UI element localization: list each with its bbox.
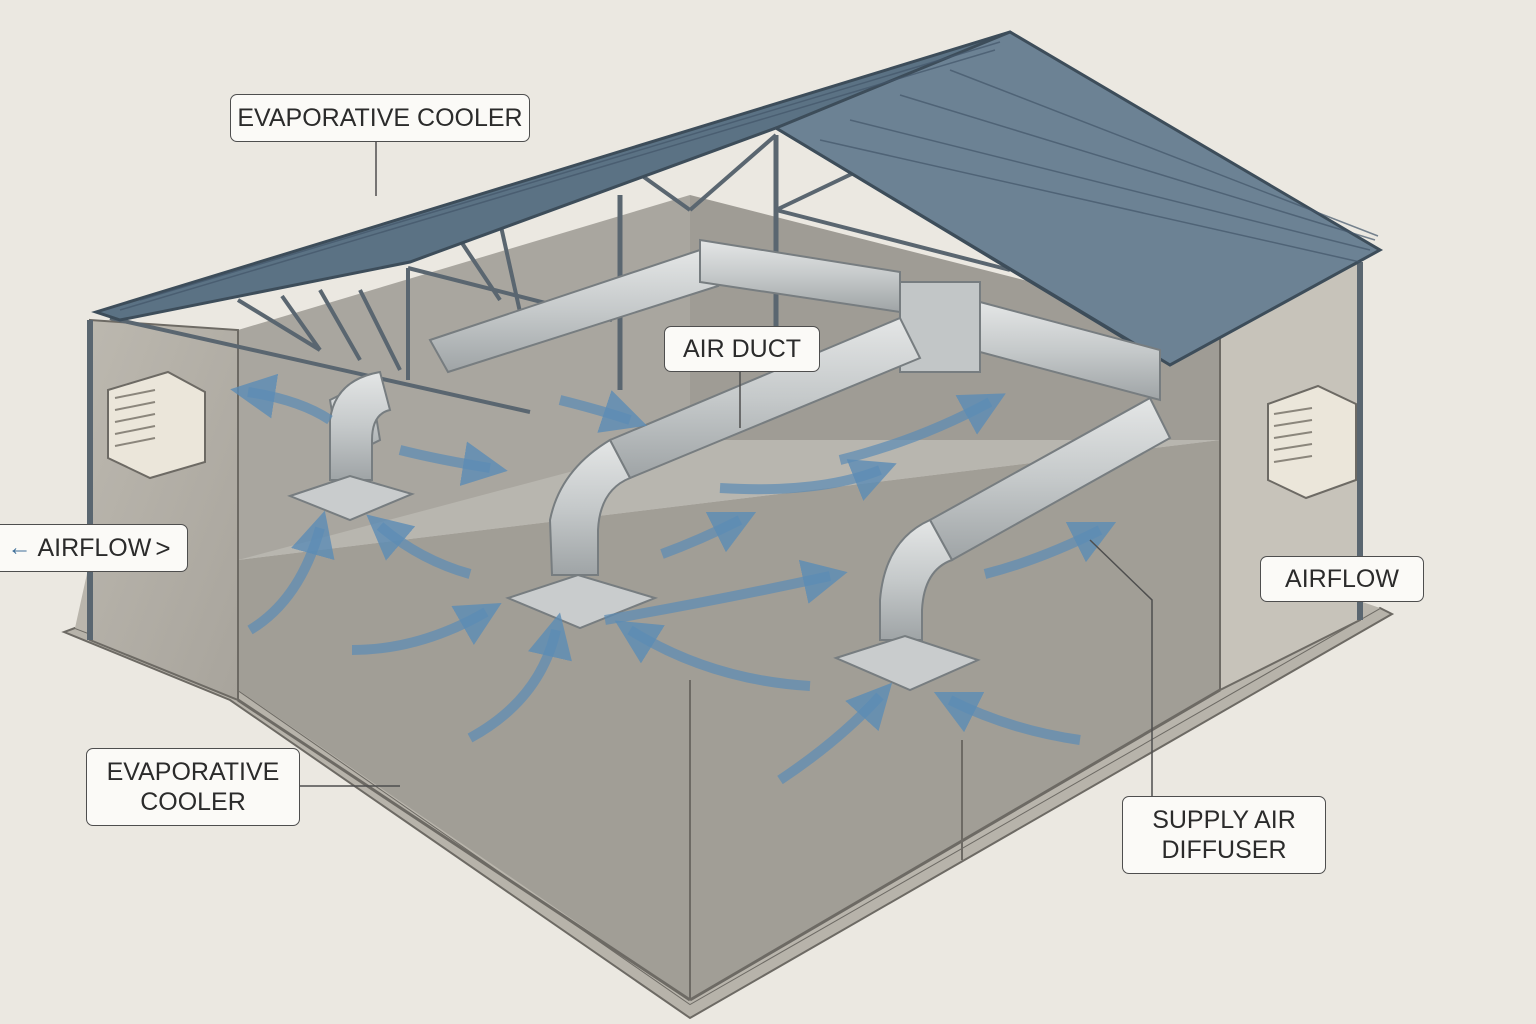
airflow-arrows: [230, 373, 1117, 785]
front-wall-edge-left: [237, 698, 691, 1002]
label-evaporative-cooler-top: EVAPORATIVE COOLER: [230, 94, 530, 142]
label-airflow-right: AIRFLOW: [1260, 556, 1424, 602]
airflow-arrow-icon: [467, 612, 572, 743]
roof: [91, 30, 1384, 367]
airflow-arrow-icon: [614, 620, 811, 691]
airflow-arrow-icon: [933, 691, 1081, 745]
airflow-arrow-icon: [777, 682, 893, 785]
chevron-right-icon: >: [155, 533, 171, 563]
airflow-arrow-icon: [660, 511, 757, 559]
airflow-arrow-icon: [719, 459, 897, 501]
airflow-arrow-icon: [604, 559, 848, 625]
evaporative-cooler-icon: [107, 370, 206, 480]
leader-lines: [300, 142, 1153, 796]
airflow-arrow-icon: [558, 390, 648, 433]
supply-air-diffuser: [287, 474, 981, 692]
airflow-arrow-icon: [838, 393, 1006, 465]
label-air-duct: AIR DUCT: [664, 326, 820, 372]
label-text: AIRFLOW: [37, 534, 152, 562]
label-evaporative-cooler-bottom: EVAPORATIVE COOLER: [86, 748, 300, 826]
left-arrow-icon: ←: [7, 534, 32, 561]
label-text: SUPPLY AIR DIFFUSER: [1152, 806, 1296, 864]
air-duct-system: [328, 238, 1172, 641]
floor: [238, 440, 1220, 1000]
airflow-arrow-icon: [351, 603, 502, 655]
airflow-arrow-icon: [247, 510, 335, 635]
label-text: AIRFLOW: [1285, 565, 1399, 593]
airflow-arrow-icon: [983, 521, 1117, 579]
label-airflow-left: ← AIRFLOW >: [0, 524, 188, 572]
label-text: AIR DUCT: [682, 335, 802, 363]
airflow-arrow-icon: [366, 514, 472, 579]
evaporative-cooler-icon: [1267, 384, 1357, 500]
label-text: EVAPORATIVE COOLER: [106, 758, 280, 816]
front-wall-edge-right: [689, 688, 1221, 1002]
label-supply-air-diffuser: SUPPLY AIR DIFFUSER: [1122, 796, 1326, 874]
airflow-arrow-icon: [398, 441, 508, 486]
label-text: EVAPORATIVE COOLER: [237, 104, 523, 132]
airflow-arrow-icon: [230, 373, 333, 425]
